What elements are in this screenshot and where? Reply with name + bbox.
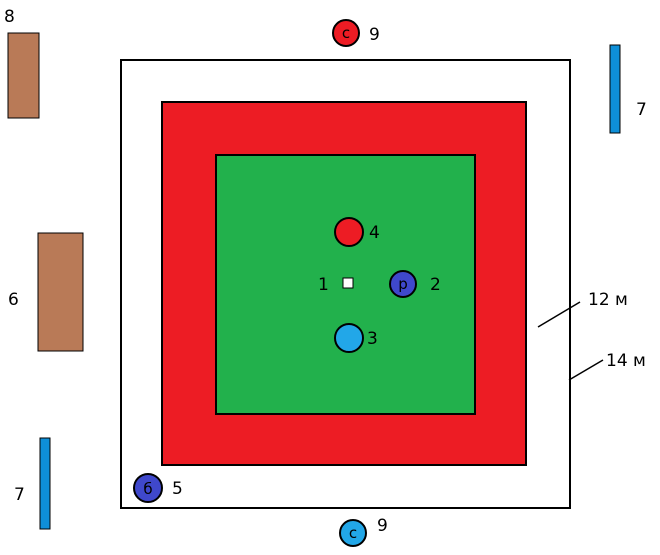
p-circle-letter: р <box>398 275 408 293</box>
red-circle-number: 4 <box>369 223 380 243</box>
label-top-right-7: 7 <box>636 100 647 120</box>
top-circle-letter: с <box>342 24 350 42</box>
p-circle-2 <box>389 270 417 298</box>
top-circle-number: 9 <box>369 25 380 45</box>
bottom-circle-letter: с <box>349 524 357 542</box>
blue-circle-number: 3 <box>367 329 378 349</box>
corner-circle-number: 5 <box>172 479 183 499</box>
corner-circle-letter: б <box>143 480 152 498</box>
top-red-circle <box>332 19 360 47</box>
p-circle-number: 2 <box>430 275 441 295</box>
label-bottom-left-7: 7 <box>14 485 25 505</box>
label-left-middle-6: 6 <box>8 290 19 310</box>
dimension-line-12 <box>537 301 581 328</box>
blue-bar-top-right <box>609 44 621 134</box>
center-square-number: 1 <box>318 275 329 295</box>
center-square-1 <box>342 277 354 289</box>
label-top-left-8: 8 <box>4 7 15 27</box>
dimension-line-14 <box>568 359 604 381</box>
brown-rect-left-middle <box>37 232 84 352</box>
bottom-blue-circle <box>339 519 367 547</box>
blue-bar-bottom-left <box>39 437 51 530</box>
blue-circle-3 <box>334 323 364 353</box>
dimension-label-14: 14 м <box>606 351 646 371</box>
dimension-label-12: 12 м <box>588 290 628 310</box>
brown-rect-top-left <box>7 32 40 119</box>
red-circle-4 <box>334 217 364 247</box>
corner-circle-5 <box>133 473 163 503</box>
bottom-circle-number: 9 <box>377 516 388 536</box>
